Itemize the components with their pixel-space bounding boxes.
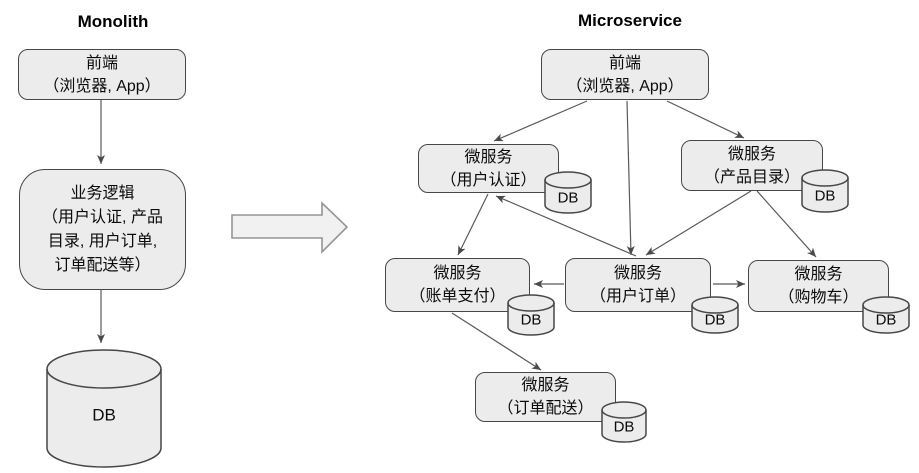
edge-billing-to-delivery — [451, 312, 542, 371]
node-label-line: 微服务 — [794, 266, 843, 283]
node-label-line: 目录, 用户订单, — [47, 232, 158, 250]
monolith-title: Monolith — [77, 12, 149, 31]
node-label-line: 微服务 — [613, 265, 662, 282]
node-label-line: 微服务 — [521, 377, 570, 394]
monolith-to-microservice-arrow — [231, 201, 349, 254]
node-label-line: （用户认证, 产品 — [42, 208, 163, 226]
node-label-line: 微服务 — [433, 265, 482, 282]
node-label-line: 前端 — [608, 54, 641, 72]
edge-catalog-to-cart — [756, 190, 817, 258]
monolith-db-cylinder: DB — [46, 349, 162, 468]
node-label-line: 订单配送等） — [54, 256, 151, 274]
node-ms-cart: 微服务 （购物车） — [748, 260, 889, 312]
node-label-line: 微服务 — [727, 145, 776, 163]
node-ms-billing: 微服务 （账单支付） — [385, 258, 530, 312]
db-label: DB — [705, 312, 726, 329]
cylinder-body — [46, 349, 162, 468]
edge-order-to-auth — [495, 195, 637, 257]
node-label-line: （浏览器, App） — [43, 77, 161, 95]
edge-auth-to-billing — [457, 193, 489, 256]
edge-catalog-to-order — [645, 190, 752, 256]
node-ms-delivery: 微服务 （订单配送） — [475, 372, 616, 422]
db-label: DB — [521, 312, 542, 329]
node-label-line: （账单支付） — [409, 288, 506, 305]
node-label-line: 微服务 — [464, 148, 513, 166]
db-label: DB — [614, 419, 635, 436]
node-label-line: （购物车） — [778, 289, 859, 306]
node-ms-auth: 微服务 （用户认证） — [418, 144, 559, 193]
node-label-line: 业务逻辑 — [70, 184, 135, 202]
node-monolith-business-logic: 业务逻辑 （用户认证, 产品 目录, 用户订单, 订单配送等） — [19, 169, 186, 290]
cylinder-top-edge — [46, 368, 162, 389]
db-label: DB — [558, 190, 579, 207]
db-label: DB — [815, 188, 836, 205]
node-ms-order: 微服务 （用户订单） — [565, 258, 711, 312]
edge-frontend-to-catalog — [666, 100, 745, 139]
db-label: DB — [876, 312, 897, 329]
node-label-line: 前端 — [85, 54, 118, 72]
node-label-line: （用户订单） — [589, 288, 686, 305]
node-label-line: （用户认证） — [440, 171, 537, 189]
node-ms-catalog: 微服务 （产品目录） — [681, 140, 823, 191]
edge-frontend-to-auth — [493, 100, 588, 142]
edge-frontend-to-order — [626, 100, 635, 256]
node-ms-frontend: 前端 （浏览器, App） — [541, 49, 709, 100]
node-label-line: （订单配送） — [497, 400, 594, 417]
db-label: DB — [92, 406, 116, 425]
microservice-title: Microservice — [578, 11, 682, 30]
node-monolith-frontend: 前端 （浏览器, App） — [18, 49, 186, 100]
node-label-line: （浏览器, App） — [566, 77, 684, 95]
node-label-line: （产品目录） — [703, 168, 800, 186]
